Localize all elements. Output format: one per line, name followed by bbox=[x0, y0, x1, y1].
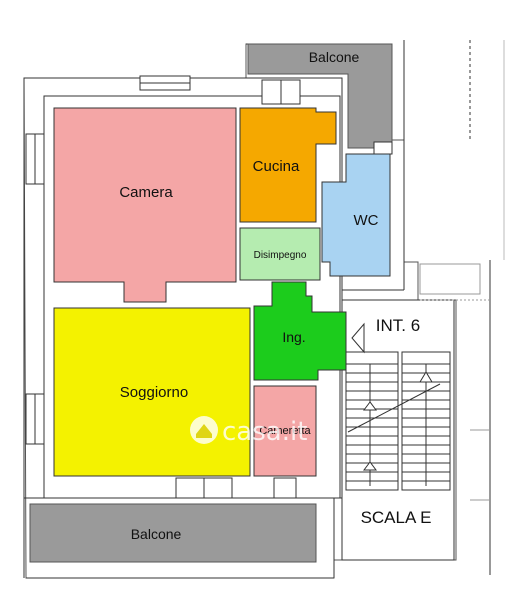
room-cucina bbox=[239, 107, 337, 223]
label-stair: SCALA E bbox=[361, 508, 432, 527]
watermark: casa.it bbox=[190, 416, 307, 447]
stair-arrow-down-icon bbox=[363, 401, 377, 411]
stair-arrow-up-icon bbox=[419, 371, 433, 383]
watermark-text: casa.it bbox=[222, 417, 307, 447]
room-wc bbox=[321, 153, 391, 277]
label-cameretta: Cameretta bbox=[259, 425, 311, 437]
label-wc: WC bbox=[354, 212, 379, 229]
room-cameretta bbox=[253, 385, 317, 477]
stair-arrow-down-icon bbox=[363, 461, 377, 471]
label-soggiorno: Soggiorno bbox=[120, 384, 188, 401]
label-disimpegno: Disimpegno bbox=[254, 250, 307, 261]
room-camera bbox=[53, 107, 237, 303]
label-ingresso: Ing. bbox=[282, 329, 305, 345]
exterior-details bbox=[419, 263, 490, 501]
windows bbox=[25, 75, 393, 499]
label-balcone-bottom: Balcone bbox=[131, 526, 182, 542]
room-soggiorno bbox=[53, 307, 251, 477]
balcony-bottom bbox=[29, 503, 317, 563]
entrance-arrow-icon bbox=[351, 322, 365, 354]
balcony-top bbox=[247, 43, 393, 149]
house-logo-icon bbox=[196, 424, 212, 438]
label-cucina: Cucina bbox=[253, 158, 300, 175]
stairwell bbox=[345, 351, 451, 491]
label-unit-number: INT. 6 bbox=[376, 316, 420, 335]
label-camera: Camera bbox=[119, 184, 173, 201]
room-disimpegno bbox=[239, 227, 321, 281]
label-balcone-top: Balcone bbox=[309, 49, 360, 65]
